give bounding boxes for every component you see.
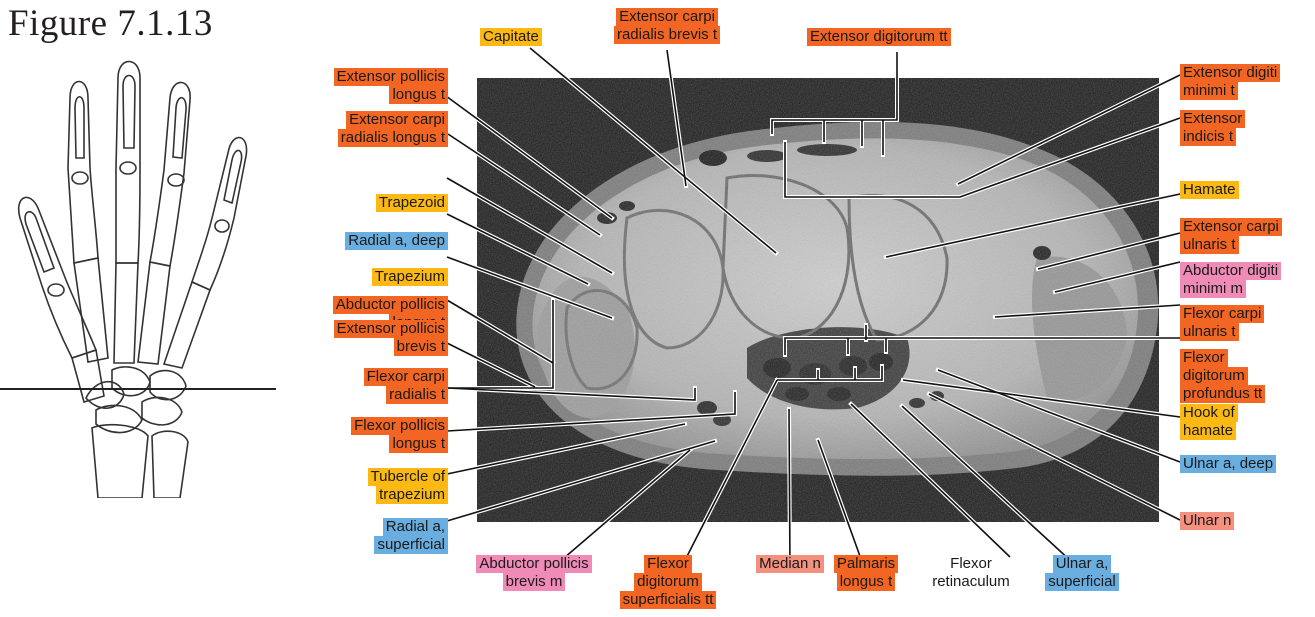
label-trapezium: Trapezium bbox=[372, 268, 448, 286]
label-ulnar-artery-deep: Ulnar a, deep bbox=[1180, 455, 1276, 473]
label-ulnar-artery-superficial: Ulnar a,superficial bbox=[1032, 555, 1132, 591]
figure-title: Figure 7.1.13 bbox=[8, 2, 213, 45]
label-extensor-digitorum: Extensor digitorum tt bbox=[807, 28, 951, 46]
label-trapezoid: Trapezoid bbox=[376, 194, 448, 212]
hand-skeleton-diagram bbox=[0, 58, 280, 498]
label-capitate: Capitate bbox=[480, 28, 542, 46]
label-median-nerve: Median n bbox=[740, 555, 840, 573]
label-radial-artery-deep: Radial a, deep bbox=[345, 232, 448, 250]
mri-cross-section-image bbox=[477, 78, 1159, 522]
label-radial-artery-superficial: Radial a,superficial bbox=[374, 518, 448, 554]
label-hamate: Hamate bbox=[1180, 181, 1239, 199]
label-ulnar-nerve: Ulnar n bbox=[1180, 512, 1234, 530]
